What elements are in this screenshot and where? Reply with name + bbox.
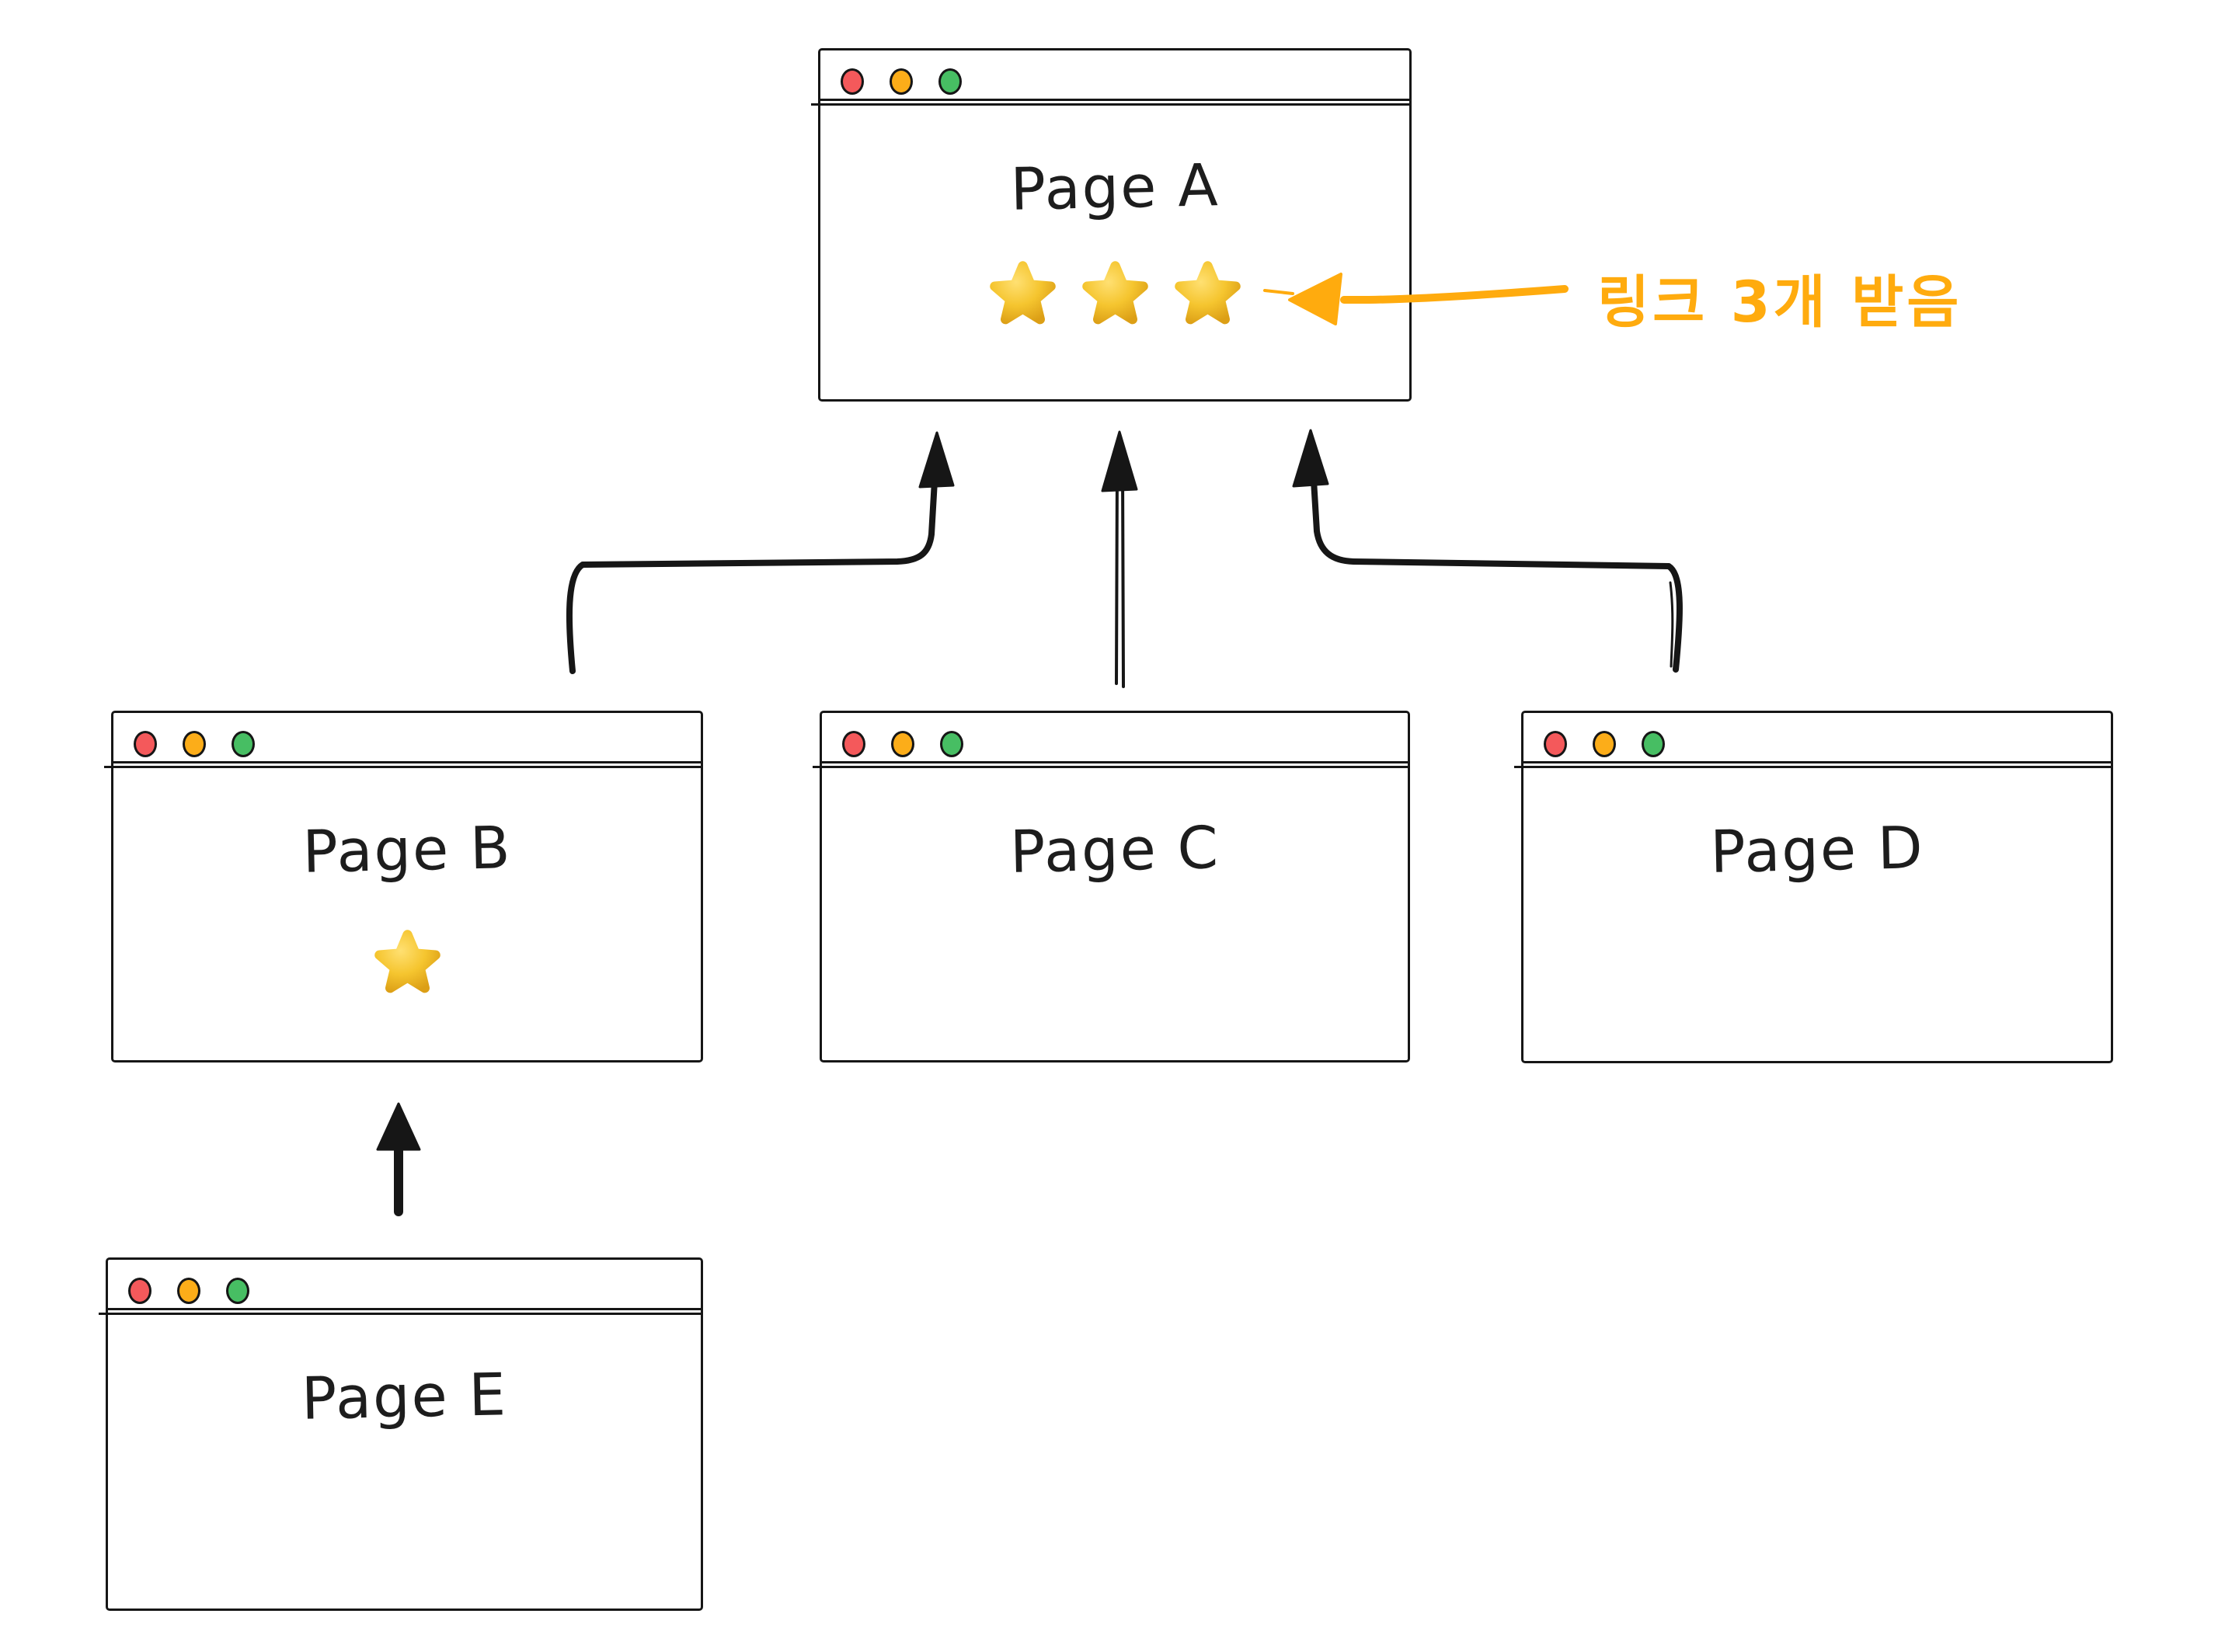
minimize-icon [890, 68, 913, 95]
star-rating [113, 926, 701, 1000]
zoom-icon [940, 731, 963, 757]
arrow-e-to-b [376, 1102, 421, 1216]
titlebar [99, 1260, 703, 1315]
star-icon [374, 930, 440, 993]
window-page-e: Page E [99, 1257, 703, 1611]
minimize-icon [183, 731, 206, 757]
close-icon [842, 731, 865, 757]
window-page-a: Page A [811, 48, 1412, 402]
window-page-d: Page D [1514, 711, 2113, 1063]
titlebar [813, 713, 1410, 768]
star-icon [1174, 261, 1241, 325]
close-icon [134, 731, 157, 757]
titlebar [104, 713, 703, 768]
close-icon [1544, 731, 1567, 757]
page-title: Page E [301, 1360, 508, 1433]
arrow-b-to-a [566, 431, 955, 674]
minimize-icon [1593, 731, 1616, 757]
minimize-icon [177, 1278, 200, 1304]
window-page-c: Page C [813, 711, 1410, 1062]
page-title: Page C [1009, 813, 1220, 886]
zoom-icon [938, 68, 962, 95]
close-icon [128, 1278, 151, 1304]
titlebar [811, 50, 1412, 106]
page-title: Page D [1709, 813, 1925, 886]
window-page-b: Page B [104, 711, 703, 1062]
page-title: Page B [301, 813, 513, 886]
zoom-icon [232, 731, 255, 757]
annotation-received-3-links: 링크 3개 받음 [1597, 270, 1962, 336]
page-title: Page A [1009, 151, 1220, 224]
star-icon [1081, 261, 1148, 325]
star-icon [989, 261, 1056, 325]
arrow-c-to-a [1101, 430, 1138, 688]
zoom-icon [1642, 731, 1665, 757]
zoom-icon [226, 1278, 249, 1304]
star-rating [820, 257, 1409, 331]
arrow-d-to-a [1292, 429, 1683, 673]
close-icon [841, 68, 864, 95]
minimize-icon [891, 731, 914, 757]
titlebar [1514, 713, 2113, 768]
